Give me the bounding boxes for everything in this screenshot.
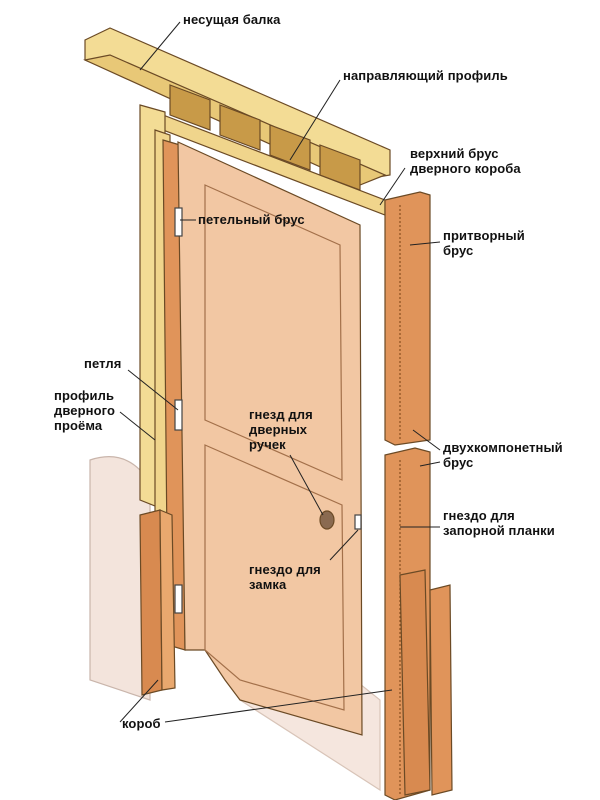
- label-line: верхний брус: [410, 146, 499, 161]
- label-line: запорной планки: [443, 523, 555, 538]
- label-guide-profile: направляющий профиль: [343, 68, 508, 83]
- label-line: замка: [249, 577, 287, 592]
- label-line: гнезд для: [249, 407, 313, 422]
- label-line: двухкомпонетный: [443, 440, 563, 455]
- label-line: профиль: [54, 388, 115, 403]
- label-line: несущая балка: [183, 12, 281, 27]
- label-line: ручек: [249, 437, 286, 452]
- leader-lines: [119, 21, 441, 723]
- strike-bar-upper: [384, 191, 431, 446]
- label-line: гнездо для: [443, 508, 515, 523]
- handle-socket: [319, 510, 335, 530]
- label-line: короб: [122, 716, 161, 731]
- label-line: дверного короба: [410, 161, 521, 176]
- label-line: дверных: [249, 422, 308, 437]
- label-line: направляющий профиль: [343, 68, 508, 83]
- label-line: брус: [443, 455, 474, 470]
- label-frame: короб: [122, 716, 161, 731]
- label-line: петельный брус: [198, 212, 305, 227]
- label-line: дверного: [54, 403, 116, 418]
- door: [177, 141, 363, 736]
- label-hinge-bar: петельный брус: [198, 212, 305, 227]
- label-line: брус: [443, 243, 474, 258]
- label-line: притворный: [443, 228, 525, 243]
- label-line: проёма: [54, 418, 103, 433]
- label-hinge: петля: [84, 356, 121, 371]
- label-line: гнездо для: [249, 562, 321, 577]
- label-line: петля: [84, 356, 122, 371]
- label-bearing-beam: несущая балка: [183, 12, 280, 27]
